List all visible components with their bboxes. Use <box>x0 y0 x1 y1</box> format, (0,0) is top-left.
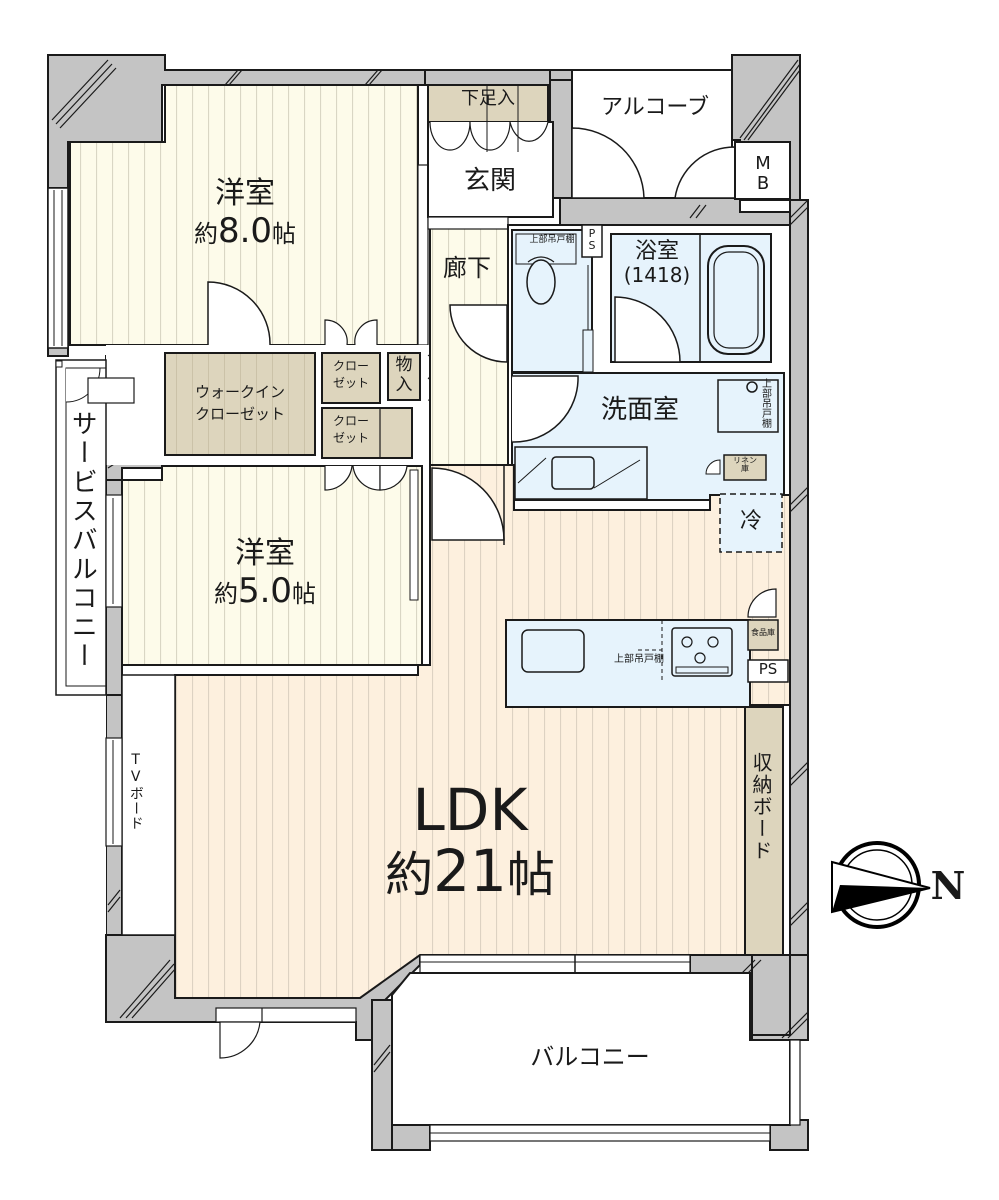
walk-in-closet <box>164 352 316 456</box>
entrance-label: 玄関 <box>463 166 516 196</box>
service-balcony-label: サービスバルコニー <box>67 410 98 671</box>
bedroom-2-name: 洋室 <box>235 536 295 571</box>
fridge-label: 冷 <box>739 509 762 534</box>
toilet-upper-cabinet-label: 上部吊戸棚 <box>529 235 575 245</box>
ps-shaft-kitchen <box>747 659 789 683</box>
closet-1 <box>321 352 381 404</box>
bedroom-1-name: 洋室 <box>215 176 275 211</box>
storage-board <box>744 706 784 956</box>
ps-shaft-top <box>581 224 603 258</box>
bedroom-1-floor <box>69 84 419 346</box>
bedroom-2-floor <box>121 465 423 666</box>
walk-in-closet-label: ウォークイン クローゼット <box>194 383 285 423</box>
ps-kitchen-label: PS <box>758 660 778 678</box>
bedroom-2-label: 洋室 約5.0帖 <box>200 538 330 609</box>
alcove-label: アルコーブ <box>600 95 710 120</box>
compass-icon <box>831 841 931 929</box>
ldk-name: LDK <box>412 776 528 844</box>
corridor-label: 廊下 <box>443 254 491 282</box>
compass-north-label: N <box>930 863 966 908</box>
storage-small <box>387 352 421 401</box>
washroom-label: 洗面室 <box>600 395 679 425</box>
fridge-space <box>719 493 783 553</box>
storage-board-label: 収納ボード <box>749 752 773 862</box>
linen-storage-label: リネン 庫 <box>733 456 757 474</box>
pantry <box>747 619 779 651</box>
bathroom-label: 浴室 (1418) <box>623 239 691 288</box>
pantry-label: 食品庫 <box>751 628 775 637</box>
balcony-label: バルコニー <box>530 1043 650 1071</box>
tv-board-area <box>121 674 176 936</box>
closet-2 <box>321 407 413 459</box>
bedroom-1-label: 洋室 約8.0帖 <box>180 178 310 249</box>
meter-box <box>734 141 791 200</box>
closet-2-label: クロー ゼット <box>332 414 369 446</box>
kitchen-upper-cabinet-label: 上部吊戸棚 <box>614 654 664 665</box>
linen-storage <box>723 454 767 481</box>
shoe-storage <box>427 84 549 123</box>
ldk-label: LDK 約21帖 <box>350 780 590 902</box>
wash-upper-cabinet-label: 上部吊戸棚 <box>759 378 771 428</box>
tv-board-label: TVボード <box>127 752 144 831</box>
wall-hatch-marks <box>51 59 809 1073</box>
shoe-storage-label: 下足入 <box>461 88 515 109</box>
closet-1-label: クロー ゼット <box>332 359 369 391</box>
storage-small-label: 物 入 <box>395 355 413 395</box>
